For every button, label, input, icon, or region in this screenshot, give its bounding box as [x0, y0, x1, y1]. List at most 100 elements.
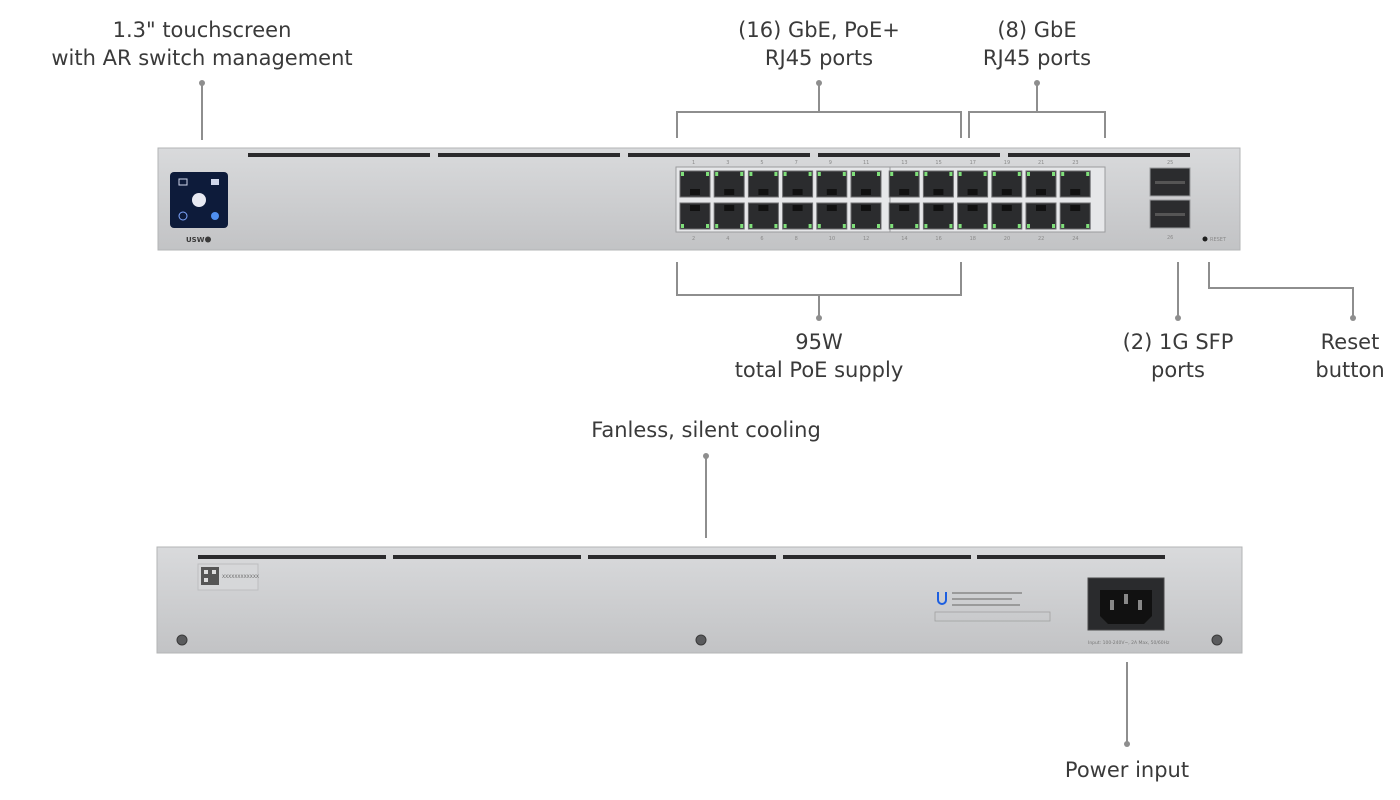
rj45-port-latch [792, 205, 803, 211]
port-number-label: 21 [1038, 160, 1044, 166]
poe-supply-callout: 95W total PoE supply [710, 328, 928, 384]
port-led-icon [924, 224, 928, 228]
port-number-label: 12 [863, 236, 869, 242]
reset-button[interactable] [1202, 236, 1208, 242]
port-number-label: 5 [760, 160, 763, 166]
rj45-port-latch [724, 189, 735, 195]
rj45-port-latch [1001, 189, 1012, 195]
rj45-port[interactable] [1025, 170, 1057, 198]
port-number-label: 7 [795, 160, 798, 166]
rj45-port-latch [899, 205, 910, 211]
port-number-label: 3 [726, 160, 729, 166]
port-led-icon [783, 224, 787, 228]
port-led-icon [1052, 224, 1055, 228]
sfp-ports-callout-line2: ports [1151, 358, 1205, 382]
front-vents [248, 153, 1190, 157]
port-number-label: 24 [1072, 236, 1078, 242]
port-number-label: 18 [970, 236, 976, 242]
touchscreen-callout: 1.3" touchscreen with AR switch manageme… [42, 16, 362, 72]
serial-number: XXXXXXXXXXXX [222, 574, 259, 580]
poe-supply-callout-line2: total PoE supply [734, 358, 904, 382]
poe-ports-callout: (16) GbE, PoE+ RJ45 ports [700, 16, 938, 72]
port-number-label: 9 [829, 160, 832, 166]
rj45-port-latch [967, 189, 978, 195]
poe-ports-callout-line1: (16) GbE, PoE+ [738, 18, 900, 42]
sfp-number-bottom: 26 [1167, 235, 1173, 241]
port-led-icon [915, 172, 919, 176]
port-number-label: 6 [760, 236, 763, 242]
rj45-port-latch [758, 189, 769, 195]
power-input-callout: Power input [1046, 756, 1208, 784]
brand-label: USW [186, 236, 205, 244]
port-led-icon [958, 224, 962, 228]
brand-logo-icon [205, 236, 211, 243]
rj45-port[interactable] [1059, 170, 1091, 198]
gbe-ports-callout: (8) GbE RJ45 ports [957, 16, 1117, 72]
power-rating: Input: 100-240V~, 2A Max, 50/60Hz [1088, 640, 1170, 646]
port-number-label: 4 [726, 236, 729, 242]
back-panel: XXXXXXXXXXXX Input: 100-240V~, 2A Max, 5… [156, 546, 1243, 654]
rj45-port-latch [1036, 189, 1046, 195]
rj45-port-latch [899, 189, 910, 195]
port-number-label: 1 [692, 160, 695, 166]
port-led-icon [706, 172, 709, 176]
port-number-label: 16 [935, 236, 941, 242]
port-led-icon [774, 172, 778, 176]
rj45-port-latch [1070, 189, 1081, 195]
touchscreen-callout-line2: with AR switch management [51, 46, 353, 70]
port-led-icon [1017, 172, 1021, 176]
rj45-port-latch [861, 189, 871, 195]
cooling-callout: Fanless, silent cooling [576, 416, 836, 444]
rj45-port-latch [861, 205, 871, 211]
port-number-label: 20 [1004, 236, 1010, 242]
port-led-icon [808, 224, 812, 228]
reset-button-callout: Reset button [1302, 328, 1398, 384]
port-led-icon [992, 224, 996, 228]
gbe-ports-callout-line2: RJ45 ports [982, 46, 1092, 70]
port-led-icon [774, 224, 778, 228]
port-led-icon [924, 172, 928, 176]
port-led-icon [817, 224, 821, 228]
rj45-port-latch [1001, 205, 1012, 211]
port-led-icon [1052, 172, 1055, 176]
sfp-number-top: 25 [1167, 160, 1173, 166]
port-led-icon [877, 224, 880, 228]
rj45-port-latch [967, 205, 978, 211]
leader-dots [199, 80, 1356, 747]
port-led-icon [915, 224, 919, 228]
port-led-icon [842, 224, 846, 228]
port-led-icon [706, 224, 709, 228]
touchscreen[interactable] [170, 172, 228, 228]
port-led-icon [1086, 224, 1090, 228]
gbe-ports-callout-line1: (8) GbE [997, 18, 1077, 42]
port-number-label: 2 [692, 236, 695, 242]
port-led-icon [1027, 172, 1030, 176]
port-led-icon [715, 172, 719, 176]
leader-lines [201, 83, 1354, 744]
sfp-ports-callout-line1: (2) 1G SFP [1122, 330, 1234, 354]
port-number-label: 8 [795, 236, 798, 242]
port-led-icon [1027, 224, 1030, 228]
power-inlet[interactable] [1087, 577, 1165, 631]
screws [176, 634, 1223, 646]
port-led-icon [890, 172, 894, 176]
port-led-icon [949, 224, 953, 228]
port-led-icon [1017, 224, 1021, 228]
rj45-port[interactable] [679, 170, 711, 198]
regulatory-label [934, 592, 1051, 622]
back-vents [198, 555, 1165, 559]
sfp-ports[interactable] [1149, 167, 1191, 229]
port-led-icon [983, 224, 987, 228]
port-led-icon [681, 172, 684, 176]
port-led-icon [890, 224, 894, 228]
port-led-icon [817, 172, 821, 176]
rj45-port-latch [690, 205, 700, 211]
rj45-port-latch [792, 189, 803, 195]
rj45-port-latch [933, 205, 944, 211]
port-led-icon [992, 172, 996, 176]
port-led-icon [958, 172, 962, 176]
reset-button-callout-line1: Reset [1320, 330, 1380, 354]
reset-button-callout-line2: button [1315, 358, 1385, 382]
port-led-icon [749, 172, 753, 176]
